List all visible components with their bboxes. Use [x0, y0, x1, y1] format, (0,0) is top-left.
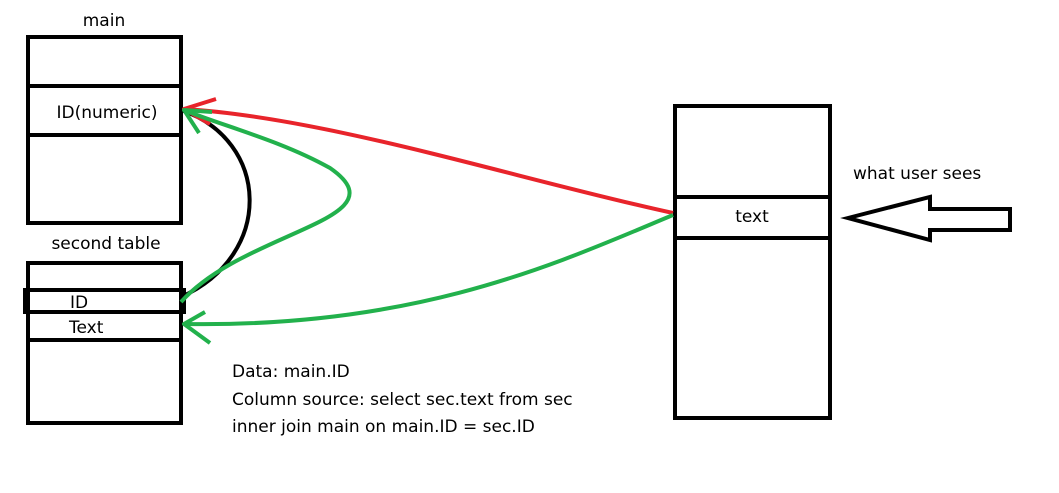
green-text-arrow-line: [183, 213, 674, 327]
second-table-row-id: [23, 288, 186, 314]
second-table-title: second table: [51, 234, 160, 254]
note-inner-join-line: inner join main on main.ID = sec.ID: [232, 417, 535, 437]
green-arrowhead-icon: [182, 108, 213, 135]
user-sees-label: what user sees: [853, 164, 981, 184]
second-table: [23, 261, 186, 425]
main-table-field-id: ID(numeric): [57, 103, 158, 123]
main-table-title: main: [83, 11, 125, 31]
view-table-box: [673, 104, 832, 420]
second-table-box: [26, 261, 183, 425]
main-table-box: [26, 35, 183, 225]
red-arrow-line: [183, 107, 674, 215]
second-table-field-id: ID: [70, 293, 88, 313]
green-text-arrowhead-icon: [182, 310, 212, 345]
id-join-link: [180, 108, 252, 299]
second-table-field-text: Text: [68, 318, 104, 338]
note-data-line: Data: main.ID: [232, 362, 350, 382]
view-table: [673, 104, 832, 420]
green-loop-line: [179, 108, 352, 304]
main-table: [26, 35, 183, 225]
view-table-field-text: text: [735, 207, 769, 227]
outline-arrow-icon: [840, 194, 1012, 243]
note-column-source-line: Column source: select sec.text from sec: [232, 390, 573, 410]
